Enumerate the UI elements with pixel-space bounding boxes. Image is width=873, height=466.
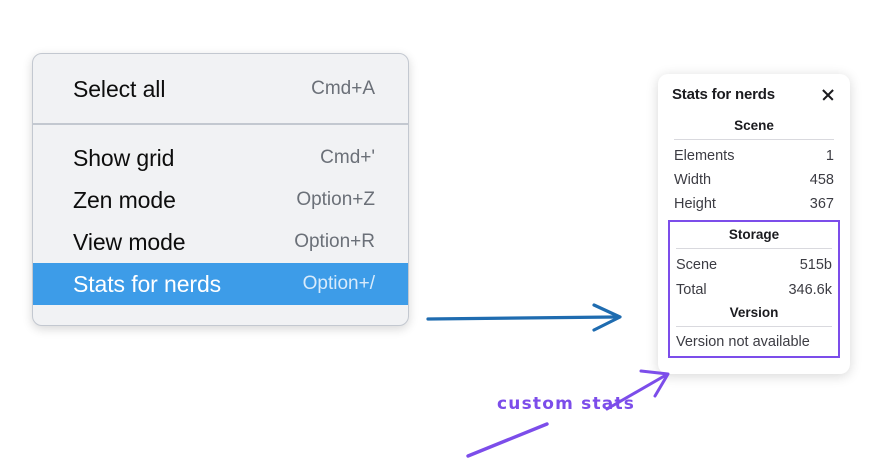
menu-item-shortcut: Cmd+' [320,147,375,168]
stat-key: Total [676,281,707,298]
menu-group-view: Show grid Cmd+' Zen mode Option+Z View m… [33,125,408,325]
menu-item-show-grid[interactable]: Show grid Cmd+' [33,137,408,179]
stat-row: Total 346.6k [674,278,834,302]
section-heading: Storage [728,227,780,243]
section-storage: Storage Scene 515b Total 346.6k [674,224,834,301]
section-scene: Scene Elements 1 Width 458 Height 367 [672,115,836,216]
menu-item-shortcut: Cmd+A [311,78,375,99]
close-icon[interactable] [820,87,836,103]
stat-key: Elements [674,148,735,164]
menu-item-label: Show grid [73,144,175,171]
menu-group-primary: Select all Cmd+A [33,54,408,123]
stat-row: Scene 515b [674,253,834,277]
panel-title: Stats for nerds [672,86,775,103]
menu-item-label: Zen mode [73,186,176,213]
menu-item-zen-mode[interactable]: Zen mode Option+Z [33,179,408,221]
purple-underline-stroke [466,422,549,458]
menu-item-shortcut: Option+/ [302,273,375,294]
context-menu: Select all Cmd+A Show grid Cmd+' Zen mod… [32,53,409,326]
menu-item-label: Stats for nerds [73,270,222,297]
menu-item-select-all[interactable]: Select all Cmd+A [33,68,408,110]
custom-stats-region: Storage Scene 515b Total 346.6k Version … [668,220,840,358]
stat-row: Width 458 [672,168,836,192]
version-note: Version not available [676,333,810,350]
menu-item-label: Select all [73,75,166,102]
stat-value: 1 [825,148,834,164]
menu-bottom-padding [33,305,408,325]
section-rule [676,248,832,250]
menu-divider [33,123,408,125]
section-rule [674,139,834,140]
menu-item-view-mode[interactable]: View mode Option+R [33,221,408,263]
custom-stats-annotation-label: custom stats [497,394,636,414]
panel-header: Stats for nerds [672,86,836,103]
section-rule [676,325,832,327]
stat-value: 346.6k [788,281,832,298]
section-version: Version Version not available [674,302,834,350]
menu-item-stats-for-nerds[interactable]: Stats for nerds Option+/ [33,263,408,305]
stat-value: 367 [809,196,834,213]
stat-value: 515b [799,257,832,274]
section-heading: Version [729,304,779,320]
stat-key: Width [674,172,712,189]
menu-item-shortcut: Option+R [294,231,375,252]
stat-key: Scene [676,257,718,274]
section-heading: Scene [734,118,774,133]
stat-row: Elements 1 [672,144,836,168]
stat-key: Height [674,196,716,213]
stat-row: Height 367 [672,192,836,216]
menu-item-shortcut: Option+Z [296,189,375,210]
stats-for-nerds-panel: Stats for nerds Scene Elements 1 Width 4… [658,74,850,374]
blue-arrow-icon [426,303,622,332]
menu-item-label: View mode [73,228,186,255]
stat-value: 458 [809,172,834,189]
purple-arrow-icon [605,369,670,411]
